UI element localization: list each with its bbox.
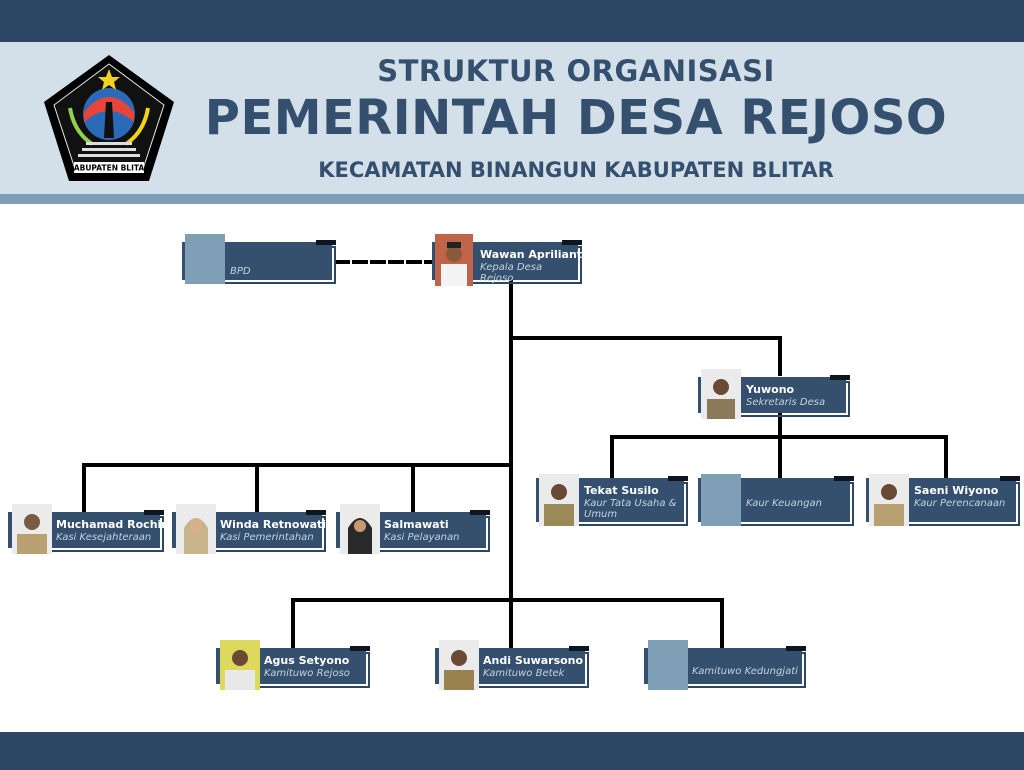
kepala-desa-role: Kepala Desa Rejoso bbox=[480, 262, 543, 284]
node-kamituwo-betek[interactable]: Andi Suwarsono Kamituwo Betek bbox=[435, 640, 589, 690]
kasi-pelayanan-name: Salmawati bbox=[384, 518, 449, 531]
kasi-kesejahteraan-name: Muchamad Rochim bbox=[56, 518, 173, 531]
kaur-keuangan-role: Kaur Keuangan bbox=[746, 498, 822, 509]
kamituwo-betek-role: Kamituwo Betek bbox=[483, 668, 565, 679]
title-line-2: PEMERINTAH DESA REJOSO bbox=[204, 90, 948, 146]
node-kasi-pelayanan[interactable]: Salmawati Kasi Pelayanan bbox=[336, 504, 490, 554]
kamituwo-rejoso-photo bbox=[220, 640, 260, 690]
kasi-pemerintahan-photo bbox=[176, 504, 216, 554]
kamituwo-rejoso-name: Agus Setyono bbox=[264, 654, 350, 667]
logo-text: KABUPATEN BLITAR bbox=[68, 164, 150, 173]
header-banner bbox=[0, 42, 1024, 194]
bpd-photo-placeholder bbox=[185, 234, 225, 284]
top-bar bbox=[0, 0, 1024, 42]
kaur-tata-usaha-photo bbox=[539, 474, 579, 526]
node-kepala-desa[interactable]: Wawan Aprilianto Kepala Desa Rejoso bbox=[432, 234, 590, 286]
node-kamituwo-kedungjati[interactable]: Kamituwo Kedungjati bbox=[644, 640, 806, 690]
kaur-tata-usaha-role: Kaur Tata Usaha & Umum bbox=[584, 498, 677, 520]
bpd-role: BPD bbox=[230, 266, 251, 277]
node-sekretaris-desa[interactable]: Yuwono Sekretaris Desa bbox=[698, 369, 850, 419]
kamituwo-betek-name: Andi Suwarsono bbox=[483, 654, 584, 667]
node-kasi-kesejahteraan[interactable]: Muchamad Rochim Kasi Kesejahteraan bbox=[8, 504, 173, 554]
node-kamituwo-rejoso[interactable]: Agus Setyono Kamituwo Rejoso bbox=[216, 640, 370, 690]
header-stripe bbox=[0, 194, 1024, 204]
kasi-pemerintahan-role: Kasi Pemerintahan bbox=[220, 532, 314, 543]
kaur-tata-usaha-name: Tekat Susilo bbox=[584, 484, 659, 497]
node-kaur-perencanaan[interactable]: Saeni Wiyono Kaur Perencanaan bbox=[866, 474, 1020, 526]
node-kasi-pemerintahan[interactable]: Winda Retnowati Kasi Pemerintahan bbox=[172, 504, 327, 554]
kamituwo-rejoso-role: Kamituwo Rejoso bbox=[264, 668, 350, 679]
kamituwo-kedungjati-role: Kamituwo Kedungjati bbox=[692, 666, 798, 677]
kaur-keuangan-photo-placeholder bbox=[701, 474, 741, 526]
kamituwo-kedungjati-photo-placeholder bbox=[648, 640, 688, 690]
sekretaris-desa-name: Yuwono bbox=[746, 383, 795, 396]
kasi-kesejahteraan-role: Kasi Kesejahteraan bbox=[56, 532, 152, 543]
kasi-pelayanan-role: Kasi Pelayanan bbox=[384, 532, 460, 543]
kabupaten-blitar-logo: KABUPATEN BLITAR bbox=[44, 55, 174, 181]
kamituwo-betek-photo bbox=[439, 640, 479, 690]
node-kaur-tata-usaha[interactable]: Tekat Susilo Kaur Tata Usaha & Umum bbox=[536, 474, 688, 526]
sekretaris-desa-role: Sekretaris Desa bbox=[746, 397, 826, 408]
title-line-3: KECAMATAN BINANGUN KABUPATEN BLITAR bbox=[318, 158, 834, 182]
kasi-pelayanan-photo bbox=[340, 504, 380, 554]
bottom-bar bbox=[0, 732, 1024, 770]
kasi-kesejahteraan-photo bbox=[12, 504, 52, 554]
title-line-1: STRUKTUR ORGANISASI bbox=[377, 54, 775, 88]
kaur-perencanaan-photo bbox=[869, 474, 909, 526]
kasi-pemerintahan-name: Winda Retnowati bbox=[220, 518, 327, 531]
kepala-desa-name: Wawan Aprilianto bbox=[480, 248, 590, 261]
kaur-perencanaan-name: Saeni Wiyono bbox=[914, 484, 999, 497]
node-kaur-keuangan[interactable]: Kaur Keuangan bbox=[698, 474, 854, 526]
sekretaris-desa-photo bbox=[701, 369, 741, 419]
kaur-perencanaan-role: Kaur Perencanaan bbox=[914, 498, 1006, 509]
node-bpd[interactable]: BPD bbox=[182, 234, 336, 284]
kepala-desa-photo bbox=[435, 234, 473, 286]
